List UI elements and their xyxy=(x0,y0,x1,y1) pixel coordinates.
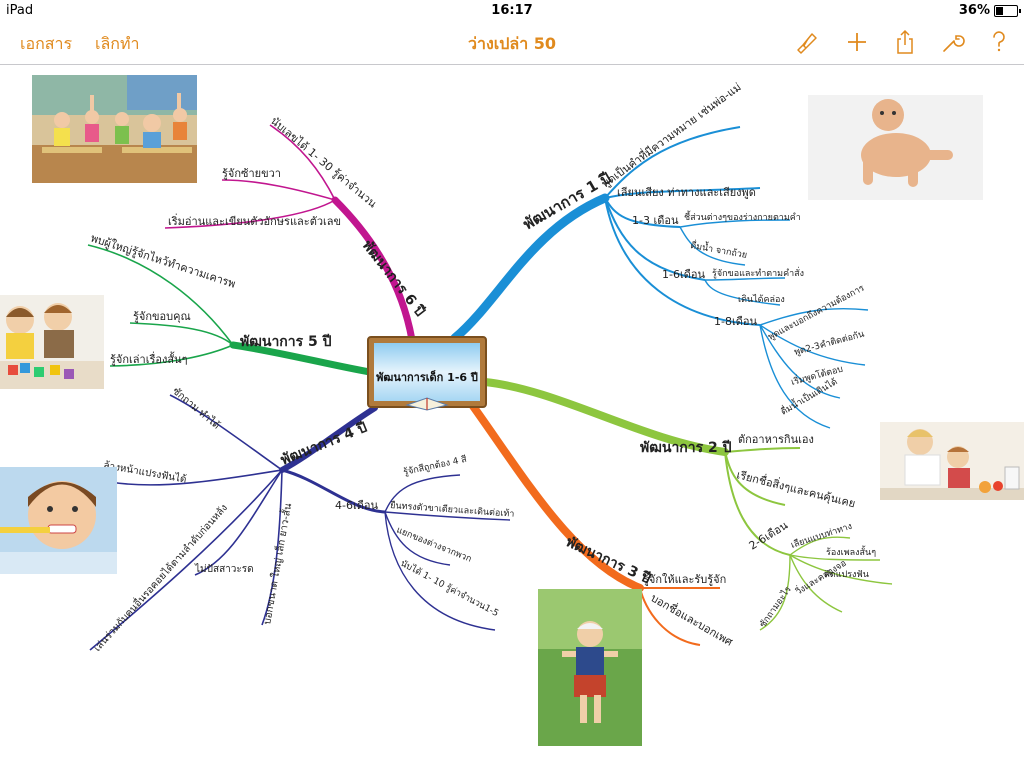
central-node-label[interactable]: พัฒนาการเด็ก 1-6 ปี xyxy=(376,370,478,384)
node-label[interactable]: บอกขนาด ใหญ่ เล็ก ยาว-สั้น xyxy=(259,502,294,626)
node-label[interactable]: 4-6เดือน xyxy=(335,499,378,512)
node-label[interactable]: รู้จักเล่าเรื่องสั้นๆ xyxy=(110,351,188,366)
node-label[interactable]: ชี้ส่วนต่างๆของร่างกายตามคำ xyxy=(684,210,801,223)
branch-4-label[interactable]: พัฒนาการ 4 ปี xyxy=(279,420,370,469)
branch-3-label[interactable]: พัฒนาการ 3 ปี xyxy=(563,534,653,587)
help-icon[interactable] xyxy=(985,28,1013,56)
paintbrush-icon[interactable] xyxy=(793,28,821,56)
branch-6-year[interactable]: พัฒนาการ 6 ปี นับเลขได้ 1- 30 รู้ค่าจำนว… xyxy=(164,114,428,344)
mindmap-canvas[interactable]: พัฒนาการ 1 ปี พูดเป็นคำที่มีความหมาย เช่… xyxy=(0,65,1024,768)
branch-4-year[interactable]: พัฒนาการ 4 ปี ซักถาม ทำได้ ล้างหน้าแปรงฟ… xyxy=(89,385,515,654)
node-label[interactable]: บอกชื่อและบอกเพศ xyxy=(649,590,736,649)
branch-1-year[interactable]: พัฒนาการ 1 ปี พูดเป็นคำที่มีความหมาย เช่… xyxy=(450,79,869,429)
node-label[interactable]: ร้องเพลงสั้นๆ xyxy=(826,545,876,558)
node-label[interactable]: รู้จักซ้ายขวา xyxy=(222,167,281,180)
undo-button[interactable]: เลิกทำ xyxy=(95,34,140,53)
node-label[interactable]: เริ่มอ่านและเขียนตัวอักษรและตัวเลข xyxy=(168,213,341,228)
documents-button[interactable]: เอกสาร xyxy=(20,34,73,53)
node-label[interactable]: พูด2-3คำติดต่อกัน xyxy=(793,329,865,358)
battery-icon xyxy=(994,5,1021,17)
device-name: iPad xyxy=(6,3,34,18)
central-node[interactable]: พัฒนาการเด็ก 1-6 ปี xyxy=(367,336,487,411)
classroom-photo[interactable] xyxy=(32,75,197,183)
node-label[interactable]: รู้จักขอบคุณ xyxy=(133,310,191,323)
status-time: 16:17 xyxy=(491,3,533,18)
branch-6-label[interactable]: พัฒนาการ 6 ปี xyxy=(359,238,428,320)
branch-2-label[interactable]: พัฒนาการ 2 ปี xyxy=(640,440,732,456)
node-label[interactable]: แยกของต่างจากพวก xyxy=(395,526,473,565)
branch-5-label[interactable]: พัฒนาการ 5 ปี xyxy=(240,334,332,350)
node-label[interactable]: 1-3 เดือน xyxy=(632,214,679,227)
node-label[interactable]: รู้จักขอและทำตามคำสั่ง xyxy=(712,266,804,279)
node-label[interactable]: รู้จักให้และรับรู้จัก xyxy=(643,573,726,586)
mindmap-svg: พัฒนาการ 1 ปี พูดเป็นคำที่มีความหมาย เช่… xyxy=(87,79,893,654)
node-label[interactable]: เรียกชื่อสิ่งๆและคนคุ้นเคย xyxy=(735,466,857,510)
add-icon[interactable] xyxy=(843,28,871,56)
node-label[interactable]: เลียนแบบท่าทาง xyxy=(790,521,854,551)
battery-level xyxy=(996,7,1003,15)
node-label[interactable]: 1-8เดือน xyxy=(714,315,757,328)
node-label[interactable]: รู้จักสีถูกต้อง 4 สี xyxy=(402,454,468,478)
node-label[interactable]: 1-6เดือน xyxy=(662,268,705,281)
node-label[interactable]: ดื่มน้ำ จากถ้วย xyxy=(689,238,748,261)
battery-percent: 36% xyxy=(958,3,990,18)
crawling-baby-photo[interactable] xyxy=(808,95,983,200)
node-label[interactable]: ซักถามอะไร xyxy=(757,584,793,629)
share-icon[interactable] xyxy=(891,28,919,56)
node-label[interactable]: ตัดแปรงฟัน xyxy=(824,570,869,580)
node-label[interactable]: พบผู้ใหญ่รู้จักไหว้ทำความเคารพ xyxy=(89,231,237,290)
node-label[interactable]: พูดเป็นคำที่มีความหมาย เช่นพ่อ-แม่ xyxy=(598,79,744,191)
boy-brushing-teeth-photo[interactable] xyxy=(0,467,117,574)
kids-playing-blocks-photo[interactable] xyxy=(0,295,104,389)
toddler-eating-photo[interactable] xyxy=(880,422,1024,500)
status-bar: iPad 16:17 36% xyxy=(0,0,1024,20)
node-label[interactable]: เดินได้คล่อง xyxy=(738,294,785,305)
node-label[interactable]: เลียนเสียง ท่าทางและเสียงพูด xyxy=(617,186,756,199)
running-toddler-photo[interactable] xyxy=(538,589,642,746)
document-title: ว่างเปล่า 50 xyxy=(467,34,557,53)
toolbar: เอกสาร เลิกทำ ว่างเปล่า 50 xyxy=(0,20,1024,65)
node-label[interactable]: ตักอาหารกินเอง xyxy=(738,433,814,446)
wrench-icon[interactable] xyxy=(939,28,967,56)
node-label[interactable]: ไม่ปัสสาวะรด xyxy=(194,563,254,575)
branch-5-year[interactable]: พัฒนาการ 5 ปี พบผู้ใหญ่รู้จักไหว้ทำความเ… xyxy=(87,231,374,376)
node-label[interactable]: ซักถาม ทำได้ xyxy=(170,385,222,431)
